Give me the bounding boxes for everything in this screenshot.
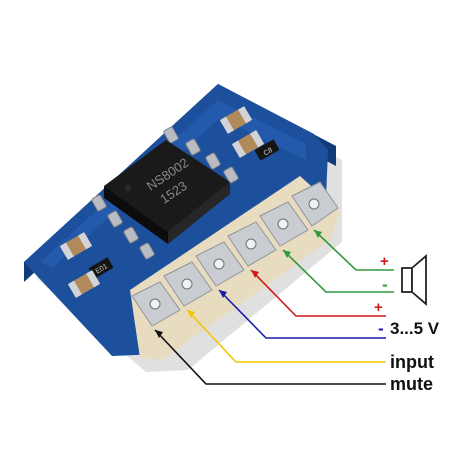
chip-leads — [91, 126, 239, 260]
smd-components-top: C8 — [219, 106, 280, 161]
pin-hole — [308, 198, 320, 210]
pin-hole — [245, 238, 257, 250]
wire-supply-minus — [218, 289, 386, 339]
input-label: input — [390, 352, 434, 372]
pin-pad — [131, 281, 181, 327]
smd-capacitor — [219, 106, 253, 134]
smd-resistor: C8 — [254, 139, 280, 161]
smd-capacitor — [67, 270, 101, 298]
wire-mute — [154, 329, 386, 385]
wire-input — [186, 309, 386, 363]
pin-hole — [277, 218, 289, 230]
speaker-plus-sign: + — [380, 253, 389, 270]
arrowhead — [187, 310, 195, 318]
chip-pin1-dot — [125, 185, 131, 191]
pin-hole — [181, 278, 193, 290]
wires — [154, 229, 394, 385]
wire-speaker-plus — [313, 229, 394, 271]
chip-body — [104, 140, 230, 232]
smd-components-left: E01 — [59, 232, 114, 298]
capacitor-label: C8 — [263, 147, 274, 158]
amplifier-chip: NS8002 1523 — [91, 126, 239, 260]
mute-label: mute — [390, 374, 433, 394]
supply-minus-sign: - — [378, 319, 384, 338]
supply-plus-sign: + — [374, 299, 383, 316]
pin-pad — [227, 221, 277, 267]
arrowhead — [219, 290, 227, 298]
arrowhead — [314, 230, 322, 238]
pin-pad — [163, 261, 213, 307]
arrowhead — [283, 250, 291, 258]
speaker-minus-sign: - — [382, 275, 388, 294]
smd-resistor: E01 — [88, 257, 114, 279]
pin-pad — [195, 241, 245, 287]
pin-pad — [291, 181, 339, 227]
smd-capacitor — [231, 130, 265, 158]
pin-hole — [149, 298, 161, 310]
pin-pads — [131, 181, 339, 327]
wire-speaker-minus — [282, 249, 394, 293]
speaker-icon — [401, 254, 427, 306]
pin-pad — [259, 201, 309, 247]
pin-hole — [213, 258, 225, 270]
arrowhead — [155, 330, 163, 338]
wire-supply-plus — [250, 269, 386, 317]
supply-voltage-label: 3...5 V — [390, 319, 440, 338]
chip-side-right — [168, 182, 230, 244]
chip-side — [104, 186, 168, 244]
arrowhead — [251, 270, 259, 278]
smd-capacitor — [59, 232, 93, 260]
